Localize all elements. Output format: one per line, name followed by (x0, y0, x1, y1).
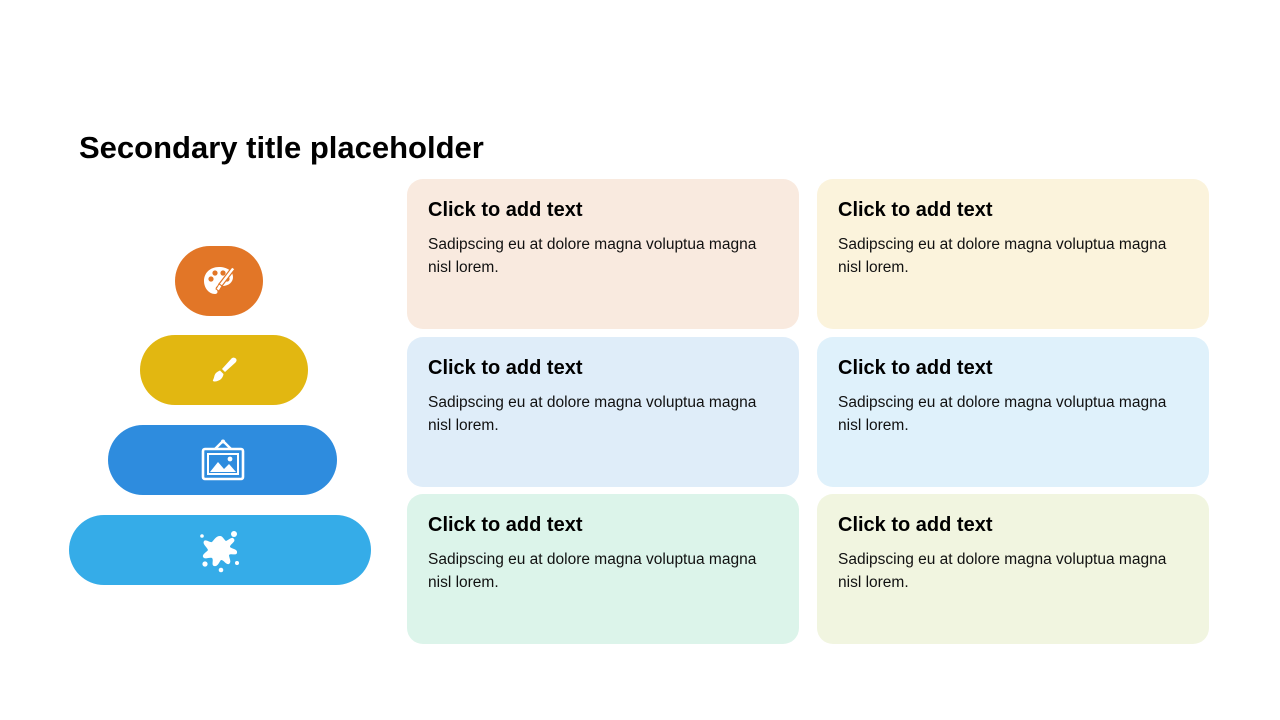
card-body[interactable]: Sadipscing eu at dolore magna voluptua m… (428, 236, 757, 276)
card-body[interactable]: Sadipscing eu at dolore magna voluptua m… (838, 551, 1167, 591)
card-title[interactable]: Click to add text (838, 357, 993, 379)
pyramid-tier-4[interactable] (69, 515, 371, 585)
palette-brush-icon (204, 266, 236, 294)
paint-splash-icon (200, 531, 239, 573)
card-title[interactable]: Click to add text (838, 199, 993, 221)
text-card[interactable]: Click to add text Sadipscing eu at dolor… (407, 494, 799, 644)
slide-title[interactable]: Secondary title placeholder (79, 130, 484, 165)
card-title[interactable]: Click to add text (428, 199, 583, 221)
card-title[interactable]: Click to add text (428, 357, 583, 379)
pyramid-tier-1[interactable] (175, 246, 263, 316)
pyramid-tier-3[interactable] (108, 425, 337, 495)
card-body[interactable]: Sadipscing eu at dolore magna voluptua m… (428, 551, 757, 591)
text-card[interactable]: Click to add text Sadipscing eu at dolor… (407, 337, 799, 487)
pyramid-tier-2[interactable] (140, 335, 308, 405)
framed-picture-icon (201, 439, 244, 481)
card-body[interactable]: Sadipscing eu at dolore magna voluptua m… (428, 394, 757, 434)
text-card[interactable]: Click to add text Sadipscing eu at dolor… (817, 337, 1209, 487)
paint-brush-icon (212, 357, 237, 382)
card-body[interactable]: Sadipscing eu at dolore magna voluptua m… (838, 236, 1167, 276)
card-title[interactable]: Click to add text (428, 514, 583, 536)
text-card[interactable]: Click to add text Sadipscing eu at dolor… (817, 179, 1209, 329)
text-card[interactable]: Click to add text Sadipscing eu at dolor… (817, 494, 1209, 644)
card-body[interactable]: Sadipscing eu at dolore magna voluptua m… (838, 394, 1167, 434)
text-card[interactable]: Click to add text Sadipscing eu at dolor… (407, 179, 799, 329)
card-title[interactable]: Click to add text (838, 514, 993, 536)
